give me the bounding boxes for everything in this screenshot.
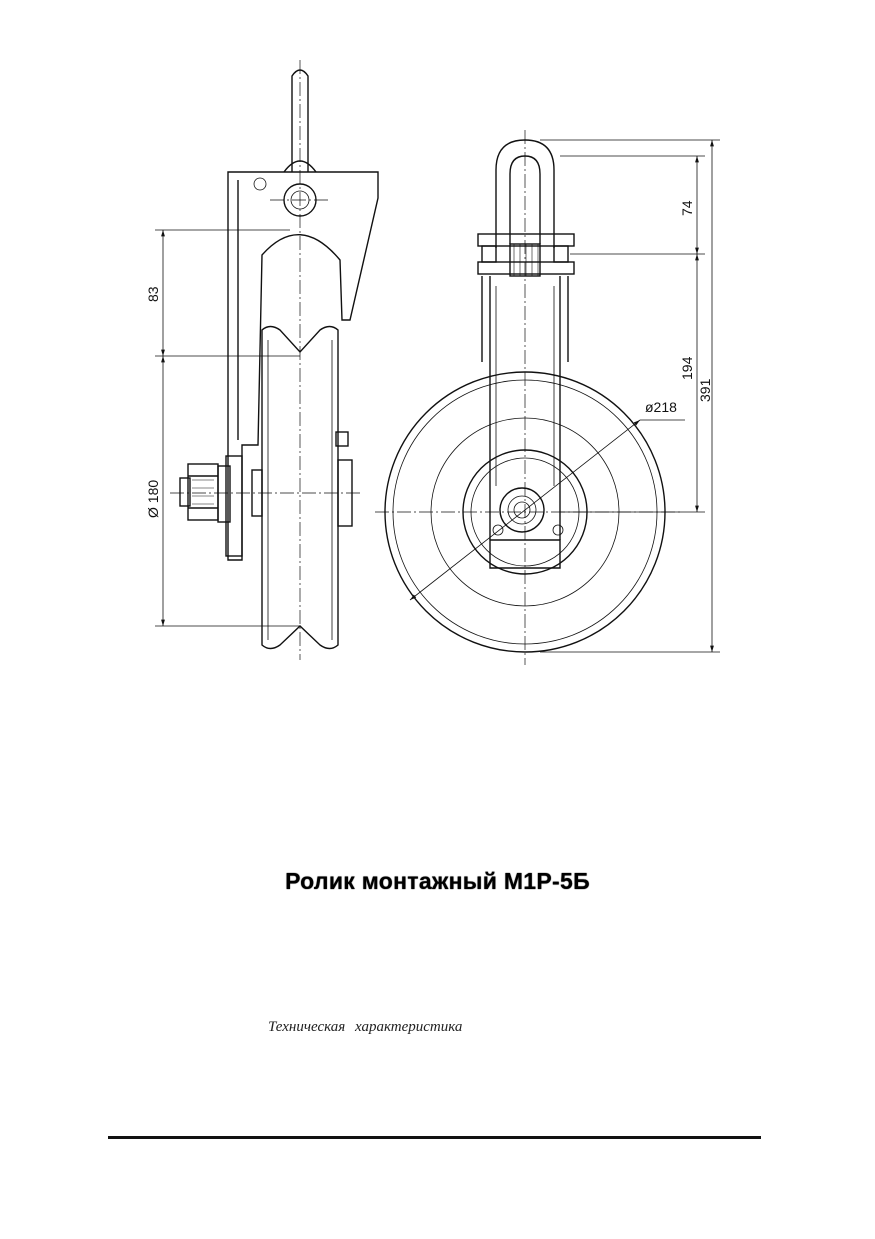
front-view: ø218 74 194 391 [375,130,720,665]
dim-74: 74 [679,200,695,216]
document-title: Ролик монтажный М1Р-5Б [285,868,590,894]
technical-drawing: 83 Ø 180 [145,60,720,665]
dim-diameter-218: ø218 [645,399,677,415]
side-view: 83 Ø 180 [145,60,379,660]
dim-194: 194 [679,356,695,380]
dim-diameter-180: Ø 180 [145,480,161,518]
dim-391: 391 [697,378,713,402]
horizontal-rule [108,1136,761,1139]
section-heading: Техническая характеристика [268,1019,463,1035]
dim-83: 83 [145,286,161,302]
